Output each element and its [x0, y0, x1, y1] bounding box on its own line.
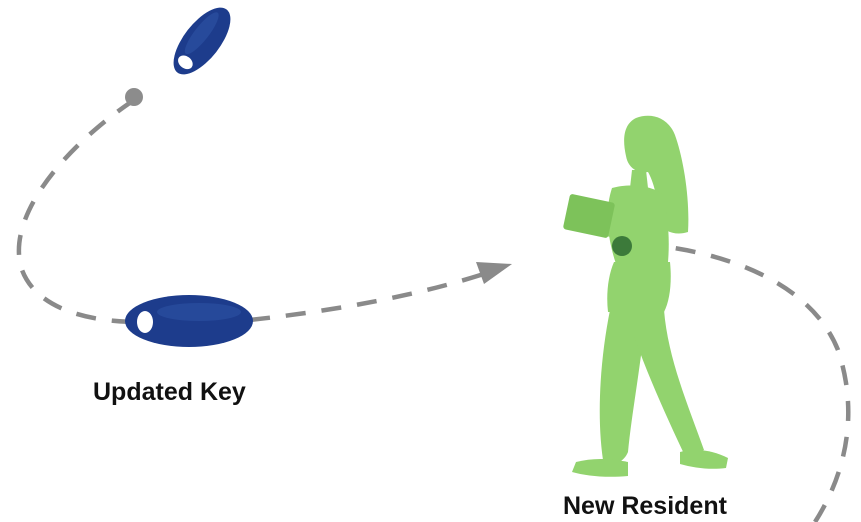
new-resident-label: New Resident — [563, 492, 727, 521]
arrowhead-icon — [476, 262, 512, 284]
updated-key-label: Updated Key — [93, 378, 246, 407]
dashed-path-left-loop — [19, 100, 140, 322]
key-fob-icon — [125, 295, 253, 347]
path-node-grey — [125, 88, 143, 106]
person-silhouette-icon — [563, 116, 728, 477]
dashed-path-to-resident — [250, 272, 490, 320]
key-fob-icon — [163, 0, 241, 84]
path-node-green — [612, 236, 632, 256]
